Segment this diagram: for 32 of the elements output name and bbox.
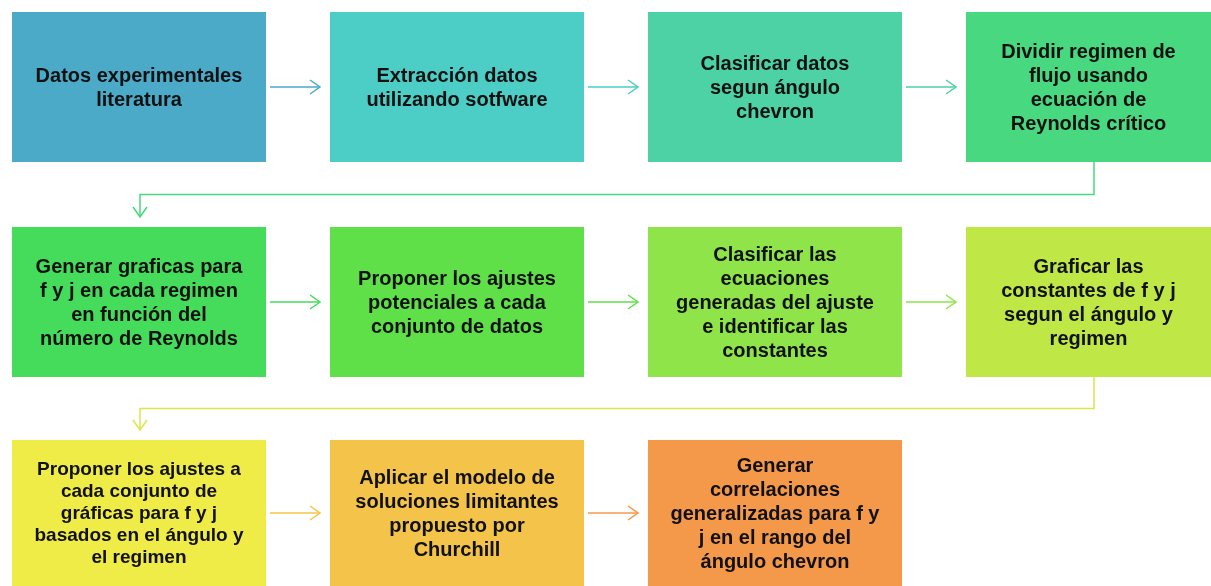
step-text: Datos experimentales literatura xyxy=(34,63,244,111)
arrow xyxy=(905,79,957,95)
arrow xyxy=(269,294,321,310)
process-box xyxy=(12,440,266,586)
step-text: Extracción datos utilizando sotfware xyxy=(365,63,549,111)
process-box xyxy=(330,12,584,162)
process-box xyxy=(966,12,1211,162)
process-box xyxy=(966,227,1211,377)
step-text: Dividir regimen de flujo usando ecuación de Reynolds crítico xyxy=(1000,39,1177,135)
arrow xyxy=(905,294,957,310)
process-box xyxy=(12,227,266,377)
process-box xyxy=(648,227,902,377)
arrow xyxy=(587,294,639,310)
step-text: Clasificar datos segun ángulo chevron xyxy=(699,51,851,123)
process-box xyxy=(648,440,902,586)
step-text: Clasificar las ecuaciones generadas del ajuste e identificar las constantes xyxy=(675,242,875,362)
step-text: Proponer los ajustes potenciales a cada conjunto de datos xyxy=(357,266,557,338)
arrow xyxy=(269,79,321,95)
arrow xyxy=(269,505,321,521)
step-text: Generar graficas para f y j en cada regimen en función del número de Reynolds xyxy=(34,254,244,350)
step-text: Graficar las constantes de f y j segun el ángulo y regimen xyxy=(1000,254,1177,350)
process-box xyxy=(12,12,266,162)
step-text: Aplicar el modelo de soluciones limitantes propuesto por Churchill xyxy=(354,465,560,561)
step-text: Generar correlaciones generalizadas para f y j en el rango del ángulo chevron xyxy=(670,453,880,573)
arrow xyxy=(132,376,1095,431)
arrow xyxy=(132,161,1095,218)
arrow xyxy=(587,79,639,95)
process-box xyxy=(330,227,584,377)
arrow xyxy=(587,505,639,521)
process-box xyxy=(330,440,584,586)
process-box xyxy=(648,12,902,162)
step-text: Proponer los ajustes a cada conjunto de gráficas para f y j basados en el ángulo y el regimen xyxy=(33,458,245,568)
